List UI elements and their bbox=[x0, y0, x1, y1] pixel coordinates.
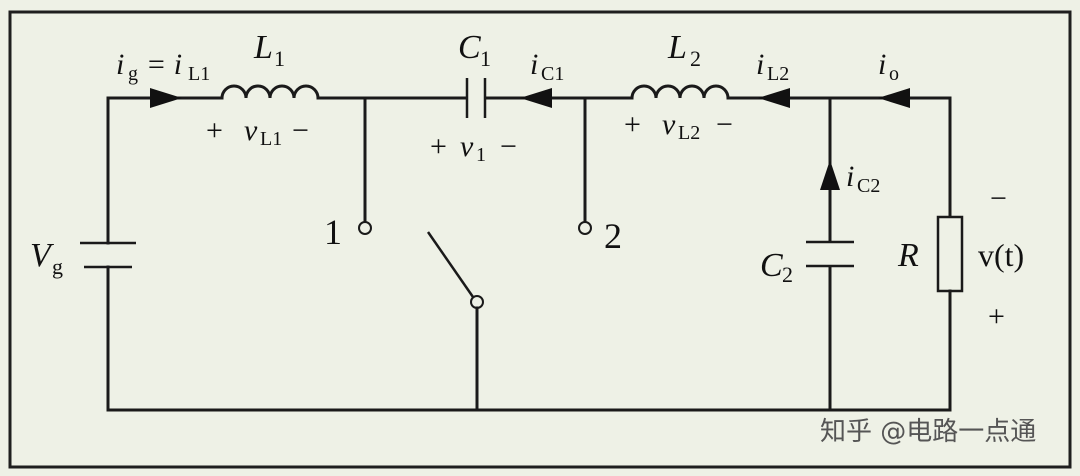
label-R: R bbox=[897, 237, 919, 274]
arrow-io-left bbox=[878, 88, 910, 108]
arrow-iC1-left bbox=[520, 88, 552, 108]
label-vt-plus: + bbox=[988, 300, 1005, 333]
label-vt-minus: − bbox=[990, 182, 1007, 215]
arrow-ig-right bbox=[150, 88, 182, 108]
label-iL2: i bbox=[756, 48, 764, 81]
switch-blade bbox=[426, 231, 475, 298]
label-io: i bbox=[878, 48, 886, 81]
label-node-1: 1 bbox=[324, 212, 342, 252]
label-vL2-plus: + bbox=[624, 108, 641, 141]
switch-contact-1 bbox=[358, 221, 372, 235]
label-ig: i bbox=[116, 48, 124, 81]
label-Vg-sub: g bbox=[52, 254, 63, 279]
label-vL1-plus: + bbox=[206, 114, 223, 147]
inductor-L2 bbox=[630, 84, 730, 100]
label-vL2-minus: − bbox=[716, 108, 733, 141]
label-vL1-minus: − bbox=[292, 114, 309, 147]
arrow-iL2-left bbox=[758, 88, 790, 108]
label-vL1-sub: L1 bbox=[260, 128, 282, 150]
label-L2: L bbox=[667, 29, 687, 66]
label-v1-minus: − bbox=[500, 130, 517, 163]
label-L1: L bbox=[253, 29, 273, 66]
label-iC2-sub: C2 bbox=[857, 175, 880, 197]
label-iC1-sub: C1 bbox=[541, 63, 564, 85]
watermark-text: 知乎 @电路一点通 bbox=[820, 417, 1036, 447]
label-C1-sub: 1 bbox=[480, 46, 491, 71]
label-io-sub: o bbox=[889, 63, 899, 85]
label-C2: C bbox=[760, 247, 783, 284]
label-ig-sub: g bbox=[128, 63, 138, 85]
switch-pivot bbox=[470, 295, 484, 309]
label-L2-sub: 2 bbox=[690, 46, 701, 71]
diagram-frame bbox=[8, 10, 1072, 469]
label-C1: C bbox=[458, 29, 481, 66]
inductor-L1 bbox=[220, 84, 320, 100]
label-vL2: v bbox=[662, 108, 676, 141]
label-ig-eq: = i bbox=[146, 48, 182, 81]
label-iL1-sub: L1 bbox=[188, 63, 210, 85]
label-v1-sub: 1 bbox=[476, 144, 486, 166]
label-iC2: i bbox=[846, 160, 854, 193]
label-iL2-sub: L2 bbox=[767, 63, 789, 85]
label-iC1: i bbox=[530, 48, 538, 81]
label-vL2-sub: L2 bbox=[678, 122, 700, 144]
label-L1-sub: 1 bbox=[274, 46, 285, 71]
arrow-iC2-up bbox=[820, 160, 840, 190]
label-v1: v bbox=[460, 130, 474, 163]
label-C2-sub: 2 bbox=[782, 262, 793, 287]
label-v1-plus: + bbox=[430, 130, 447, 163]
resistor-R bbox=[936, 215, 964, 293]
switch-contact-2 bbox=[578, 221, 592, 235]
label-vt: v(t) bbox=[978, 237, 1024, 273]
label-node-2: 2 bbox=[604, 216, 622, 256]
label-vL1: v bbox=[244, 114, 258, 147]
